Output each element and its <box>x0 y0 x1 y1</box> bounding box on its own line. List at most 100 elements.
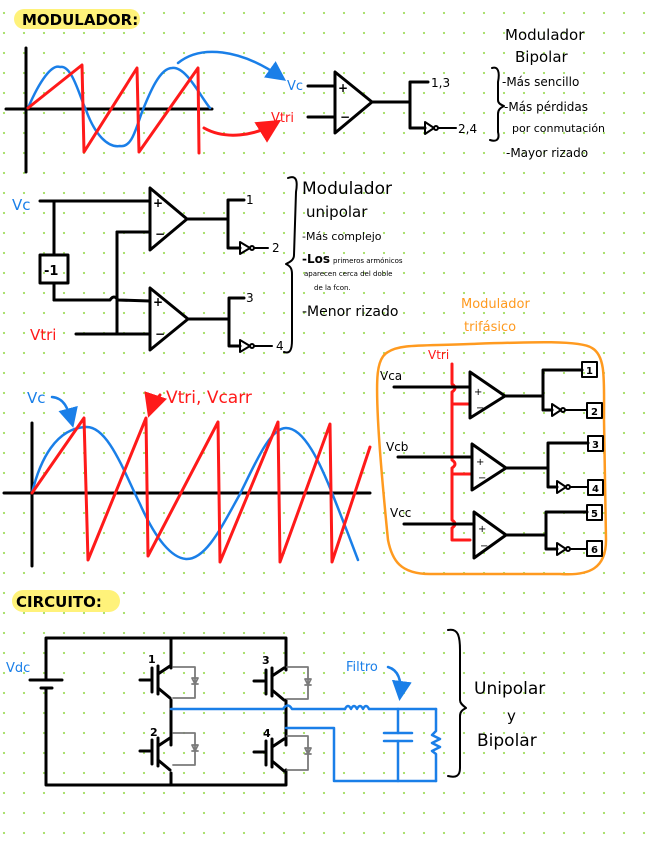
note-y: y <box>507 707 516 725</box>
output-box: 5 <box>586 504 603 521</box>
svg-text:−: − <box>155 227 165 241</box>
comparator-a <box>468 370 507 420</box>
filter-label: Filtro <box>346 660 378 675</box>
output-box: 4 <box>587 479 604 496</box>
output-line-a <box>169 704 347 711</box>
bipolar-title: Modulador <box>505 26 585 44</box>
comparator-b <box>470 442 508 492</box>
vcc-label: Vcc <box>390 506 411 520</box>
unipolar-title: Modulador <box>302 179 392 199</box>
unipolar-subtitle: unipolar <box>306 203 368 221</box>
note-unipolar: Unipolar <box>474 679 545 699</box>
bipolar-subtitle: Bipolar <box>515 48 569 66</box>
output-box: 6 <box>586 540 603 557</box>
heading-text: MODULADOR: <box>22 11 138 29</box>
brace <box>447 628 467 778</box>
circuito-heading: CIRCUITO: <box>12 590 120 612</box>
dc-bus-top <box>44 636 288 682</box>
output-box: 2 <box>586 402 603 419</box>
note-item: -Mayor rizado <box>506 146 588 160</box>
not-gate-icon <box>239 339 251 353</box>
output-label: 2 <box>272 241 280 255</box>
svg-text:2: 2 <box>150 726 158 739</box>
vtri-input-label: Vtri <box>30 326 56 344</box>
brace <box>283 176 298 354</box>
trifasico-outline <box>375 340 608 576</box>
igbt-switch-2: 2 <box>138 726 199 772</box>
output-line-b <box>284 726 438 783</box>
heading-highlight <box>14 9 140 29</box>
svg-text:4: 4 <box>592 484 599 495</box>
note-item: -Más pérdidas <box>504 100 588 114</box>
note-item: -Más sencillo <box>502 75 579 89</box>
trifasico-subtitle: trifásico <box>464 320 516 335</box>
vc-wave-label: Vc <box>27 389 46 407</box>
note-item: primeros armónicos <box>333 257 403 265</box>
svg-text:+: + <box>153 196 163 210</box>
svg-text:2: 2 <box>591 407 598 418</box>
carrier-arrow <box>202 119 282 143</box>
note-item: -Menor rizado <box>302 304 398 320</box>
output-label-2-4: 2,4 <box>458 122 477 136</box>
inductor-icon <box>343 704 371 711</box>
vtri-label: Vtri <box>271 111 294 126</box>
bipolar-notes: Modulador Bipolar -Más sencillo -Más pér… <box>489 26 605 160</box>
svg-text:+: + <box>338 81 348 95</box>
trifasico-title: Modulador <box>461 297 530 312</box>
heading-text: CIRCUITO: <box>16 593 102 611</box>
note-item: aparecen cerca del doble <box>304 270 392 278</box>
comparator-1 <box>148 186 189 252</box>
svg-text:−: − <box>478 473 486 484</box>
vc-input-label: Vc <box>12 196 31 214</box>
control-sine-wave <box>26 65 212 148</box>
svg-text:5: 5 <box>591 509 598 520</box>
igbt-switch-3: 3 <box>252 654 312 702</box>
vtri-label: Vtri <box>428 348 449 362</box>
unipolar-notes: Modulador unipolar -Más complejo -Los pr… <box>283 176 403 354</box>
output-branch <box>408 80 430 130</box>
svg-text:1: 1 <box>148 653 156 666</box>
output-label-1-3: 1,3 <box>431 76 450 90</box>
output-box: 3 <box>587 435 604 452</box>
control-sine-wave <box>30 425 360 562</box>
unipolar-circuit: Vc Vtri -1 + − 1 2 + − 3 4 <box>12 186 284 353</box>
comparator-2 <box>148 286 190 352</box>
output-label: 4 <box>276 339 284 353</box>
unipolar-waveform-plot: Vc Vtri, Vcarr <box>2 388 372 568</box>
svg-text:−: − <box>480 541 488 552</box>
inverter-label: -1 <box>44 264 58 279</box>
svg-text:−: − <box>155 327 165 341</box>
svg-text:+: + <box>474 387 482 398</box>
svg-text:3: 3 <box>262 654 270 667</box>
bipolar-waveform-plot <box>4 46 287 174</box>
brace <box>489 66 505 142</box>
comparator-c <box>472 510 508 560</box>
dc-bus-bottom <box>44 686 288 787</box>
carrier-sawtooth-wave <box>30 416 372 564</box>
vc-label: Vc <box>287 79 303 94</box>
igbt-switch-4: 4 <box>252 727 312 773</box>
carrier-bus <box>450 362 472 542</box>
h-bridge-circuit: Vdc 1 2 3 <box>6 636 442 787</box>
not-gate-icon <box>424 121 435 135</box>
output-label: 3 <box>246 291 254 305</box>
trifasico-modulator: Modulador trifásico Vtri Vca Vcb Vcc +− … <box>375 297 608 576</box>
svg-text:+: + <box>153 295 163 309</box>
bipolar-comparator: Vc Vtri + − 1,3 2,4 <box>271 70 477 136</box>
note-item: -Los <box>302 252 330 266</box>
svg-text:+: + <box>476 457 484 468</box>
svg-text:+: + <box>478 524 486 535</box>
vca-label: Vca <box>380 369 402 383</box>
vdc-label: Vdc <box>6 661 30 676</box>
note-item: -Más complejo <box>302 230 382 243</box>
svg-text:3: 3 <box>592 440 599 451</box>
svg-text:6: 6 <box>591 545 598 556</box>
note-item: por conmutación <box>512 122 605 135</box>
vcb-label: Vcb <box>386 440 408 454</box>
igbt-switch-1: 1 <box>138 653 199 700</box>
svg-text:1: 1 <box>586 366 593 377</box>
output-label: 1 <box>246 193 254 207</box>
circuit-notes: Unipolar y Bipolar <box>447 628 545 778</box>
vcarr-wave-label: Vtri, Vcarr <box>166 388 252 408</box>
